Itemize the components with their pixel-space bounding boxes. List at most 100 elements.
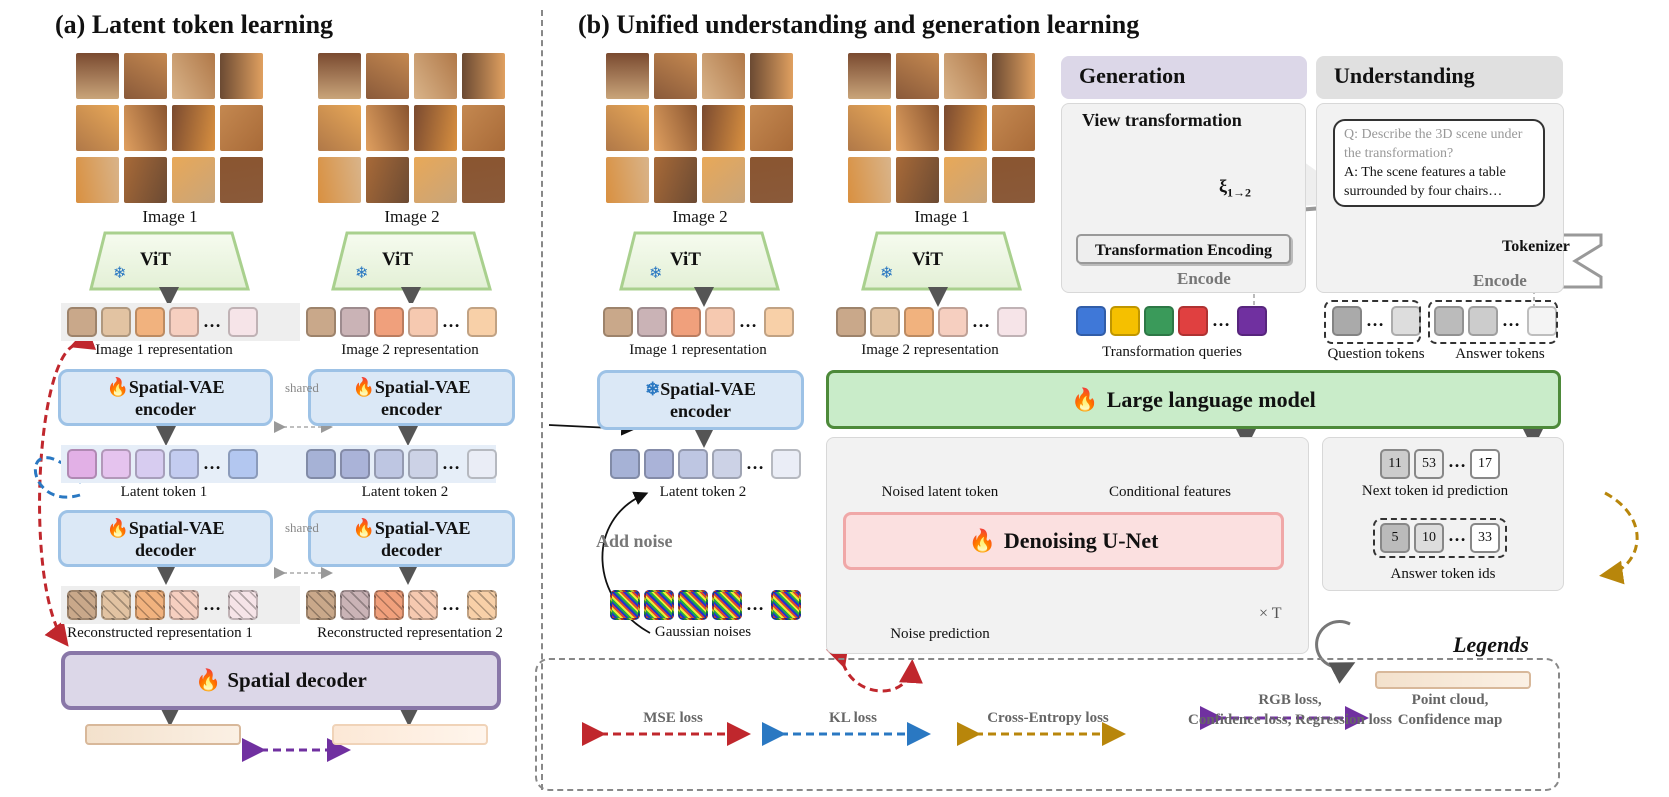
token	[1237, 306, 1267, 336]
image-tile	[992, 105, 1035, 151]
token	[1332, 306, 1362, 336]
image-tile	[848, 53, 891, 99]
understanding-header: Understanding	[1316, 56, 1563, 99]
token	[67, 590, 97, 620]
image-tile	[414, 53, 457, 99]
token	[1178, 306, 1208, 336]
point-cloud-output-1	[85, 724, 241, 745]
shared-label-enc: shared	[285, 380, 319, 395]
image-tile	[702, 157, 745, 203]
transformation-encoding-box: Transformation Encoding	[1076, 234, 1291, 264]
image-tile	[702, 105, 745, 151]
image-tile	[848, 157, 891, 203]
image-tile	[414, 157, 457, 203]
token	[306, 449, 336, 479]
token	[712, 449, 742, 479]
token	[870, 307, 900, 337]
image-tile	[366, 157, 409, 203]
token	[603, 307, 633, 337]
token	[904, 307, 934, 337]
fire-icon: 🔥	[968, 528, 996, 553]
ellipsis: …	[1502, 310, 1520, 330]
token	[467, 449, 497, 479]
snowflake-icon: ❄	[355, 265, 369, 282]
token	[374, 449, 404, 479]
token	[228, 307, 258, 337]
fire-icon: 🔥	[106, 517, 129, 538]
xi-label: ξ1→2	[1219, 176, 1252, 200]
image-tile	[944, 105, 987, 151]
mid-latent-token2-label: Latent token 2	[659, 484, 747, 500]
token	[678, 449, 708, 479]
image-tile	[462, 105, 505, 151]
answer-tokens-label: Answer tokens	[1455, 346, 1545, 362]
token	[340, 307, 370, 337]
latent-token2-label: Latent token 2	[361, 484, 449, 500]
token	[671, 307, 701, 337]
image-tile	[318, 157, 361, 203]
qa-bubble: Q: Describe the 3D scene under the trans…	[1333, 119, 1545, 207]
token-id: 10	[1414, 523, 1444, 553]
image-tile	[124, 53, 167, 99]
generation-header: Generation	[1061, 56, 1307, 99]
image-tile	[896, 157, 939, 203]
legend-point-cloud-bar	[1375, 671, 1531, 689]
vit-label-m2: ViT	[912, 249, 943, 270]
token	[1144, 306, 1174, 336]
mid-image1-representation-label: Image 1 representation	[629, 342, 767, 358]
latent-token1-label: Latent token 1	[120, 484, 208, 500]
token	[101, 307, 131, 337]
fire-icon: 🔥	[352, 376, 375, 397]
gaussian-noises-label: Gaussian noises	[654, 624, 752, 640]
legend-point-cloud-label: Point cloud, Confidence map	[1397, 692, 1503, 728]
ellipsis: …	[1448, 451, 1466, 471]
image-tile	[172, 53, 215, 99]
token	[938, 307, 968, 337]
snowflake-icon: ❄	[645, 379, 661, 399]
image-grid-left-1	[76, 53, 263, 206]
image-tile	[366, 105, 409, 151]
image-tile	[944, 157, 987, 203]
image-tile	[76, 105, 119, 151]
ellipsis: …	[739, 311, 757, 331]
ellipsis: …	[746, 453, 764, 473]
token	[1527, 306, 1557, 336]
image-grid-left-2	[318, 53, 505, 206]
token	[169, 590, 199, 620]
token	[101, 590, 131, 620]
fire-icon: 🔥	[352, 517, 375, 538]
token	[467, 307, 497, 337]
und-encode-label: Encode	[1473, 271, 1527, 290]
denoising-unet: 🔥Denoising U-Net	[843, 512, 1284, 570]
token	[1076, 306, 1106, 336]
token-id: 33	[1470, 523, 1500, 553]
image2-label: Image 2	[384, 207, 440, 226]
spatial-decoder: 🔥Spatial decoder	[61, 651, 501, 710]
image-tile	[606, 157, 649, 203]
noised-latent-token-label: Noised latent token	[881, 484, 999, 500]
token	[340, 449, 370, 479]
gen-encode-label: Encode	[1177, 269, 1231, 288]
image-tile	[654, 157, 697, 203]
answer-id-group	[1373, 518, 1507, 558]
vit-label-l2: ViT	[382, 249, 413, 270]
image-tile	[654, 105, 697, 151]
noise-prediction-label: Noise prediction	[890, 626, 990, 642]
image-tile	[750, 105, 793, 151]
ellipsis: …	[442, 453, 460, 473]
token	[169, 449, 199, 479]
token	[228, 449, 258, 479]
tokenizer-label: Tokenizer	[1502, 238, 1570, 255]
question-tokens-label: Question tokens	[1327, 346, 1425, 362]
token	[678, 590, 708, 620]
fire-icon: 🔥	[1071, 386, 1099, 412]
legend-kl-label: KL loss	[829, 710, 877, 726]
image-tile	[606, 105, 649, 151]
image-tile	[462, 157, 505, 203]
image-tile	[366, 53, 409, 99]
token-id: 53	[1414, 449, 1444, 479]
token	[644, 449, 674, 479]
image-tile	[992, 157, 1035, 203]
token	[764, 307, 794, 337]
